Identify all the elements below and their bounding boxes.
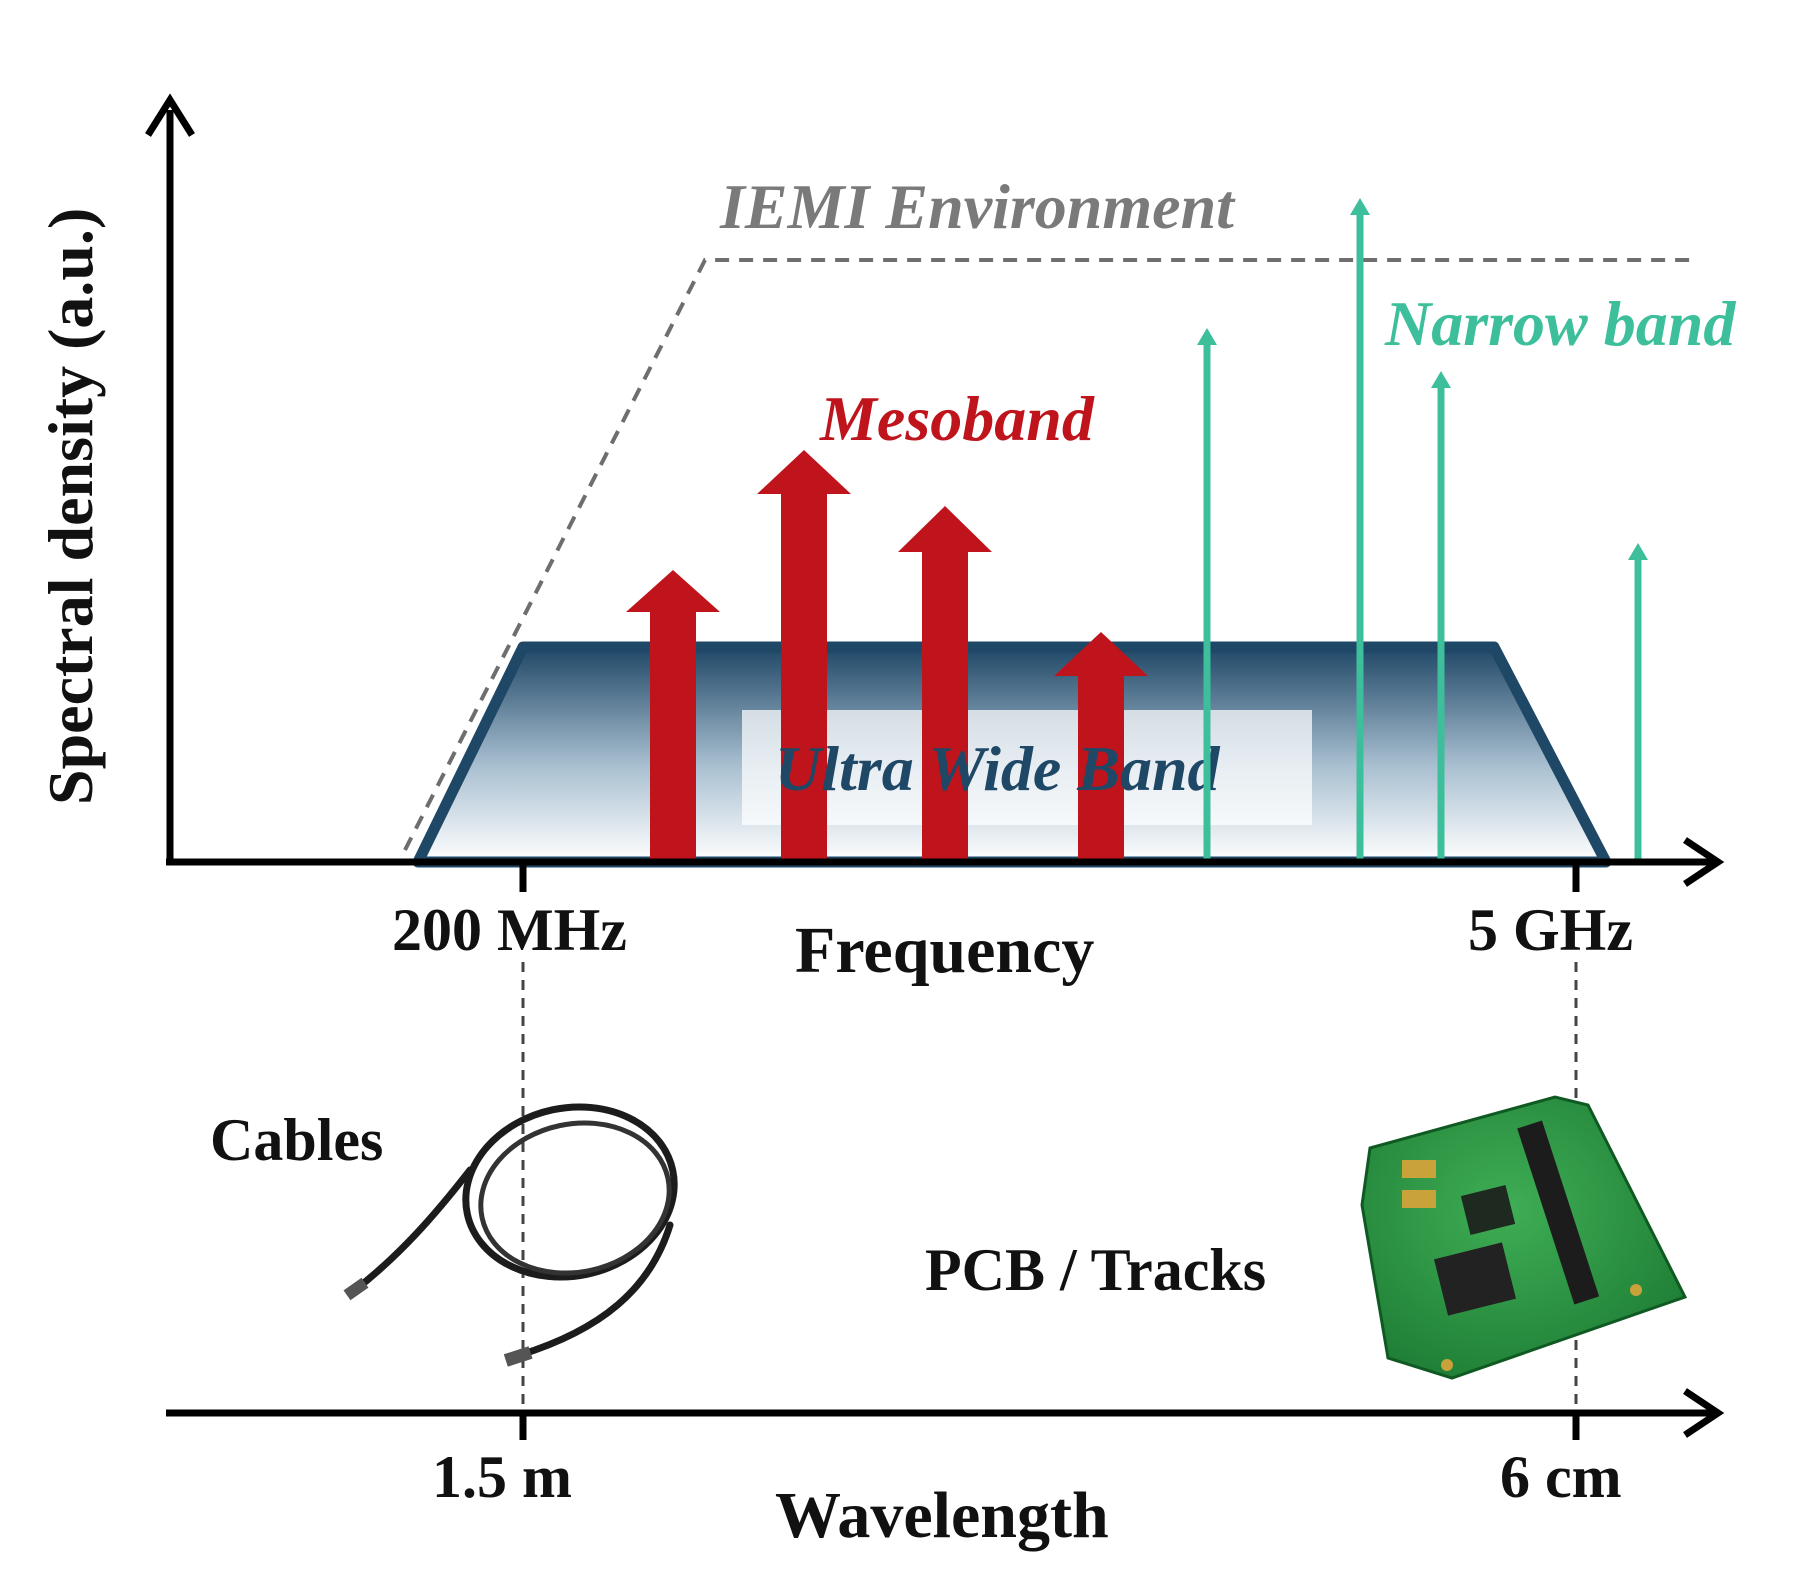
wavelength-high-tick: 6 cm	[1500, 1444, 1622, 1510]
frequency-axis-title: Frequency	[795, 914, 1094, 987]
narrowband-line	[1431, 371, 1451, 860]
mesoband-arrow	[757, 450, 851, 862]
narrowband-line	[1197, 328, 1217, 860]
mesoband-arrow	[898, 506, 992, 862]
mesoband-arrow	[626, 570, 720, 862]
circuit-board-icon	[1360, 1095, 1688, 1380]
cables-label: Cables	[210, 1107, 383, 1173]
wavelength-low-tick: 1.5 m	[432, 1444, 572, 1510]
mesoband-arrow	[1054, 632, 1148, 862]
uwb-band	[412, 641, 1612, 868]
iemi-label: IEMI Environment	[719, 171, 1236, 242]
narrowband-label: Narrow band	[1384, 288, 1736, 359]
pcb-label: PCB / Tracks	[925, 1237, 1266, 1303]
y-axis-label: Spectral density (a.u.)	[35, 208, 106, 805]
narrowband-line	[1350, 198, 1370, 860]
wavelength-axis-title: Wavelength	[775, 1479, 1109, 1552]
narrowband-line	[1628, 543, 1648, 860]
freq-high-tick: 5 GHz	[1468, 897, 1633, 963]
coiled-cable-icon	[343, 1103, 678, 1367]
uwb-label: Ultra Wide Band	[775, 733, 1221, 804]
iemi-envelope	[403, 258, 1690, 851]
wavelength-axis	[166, 1388, 1725, 1440]
freq-low-tick: 200 MHz	[392, 897, 627, 963]
frequency-axis	[166, 837, 1725, 892]
y-axis	[145, 93, 195, 864]
mesoband-label: Mesoband	[819, 383, 1095, 454]
